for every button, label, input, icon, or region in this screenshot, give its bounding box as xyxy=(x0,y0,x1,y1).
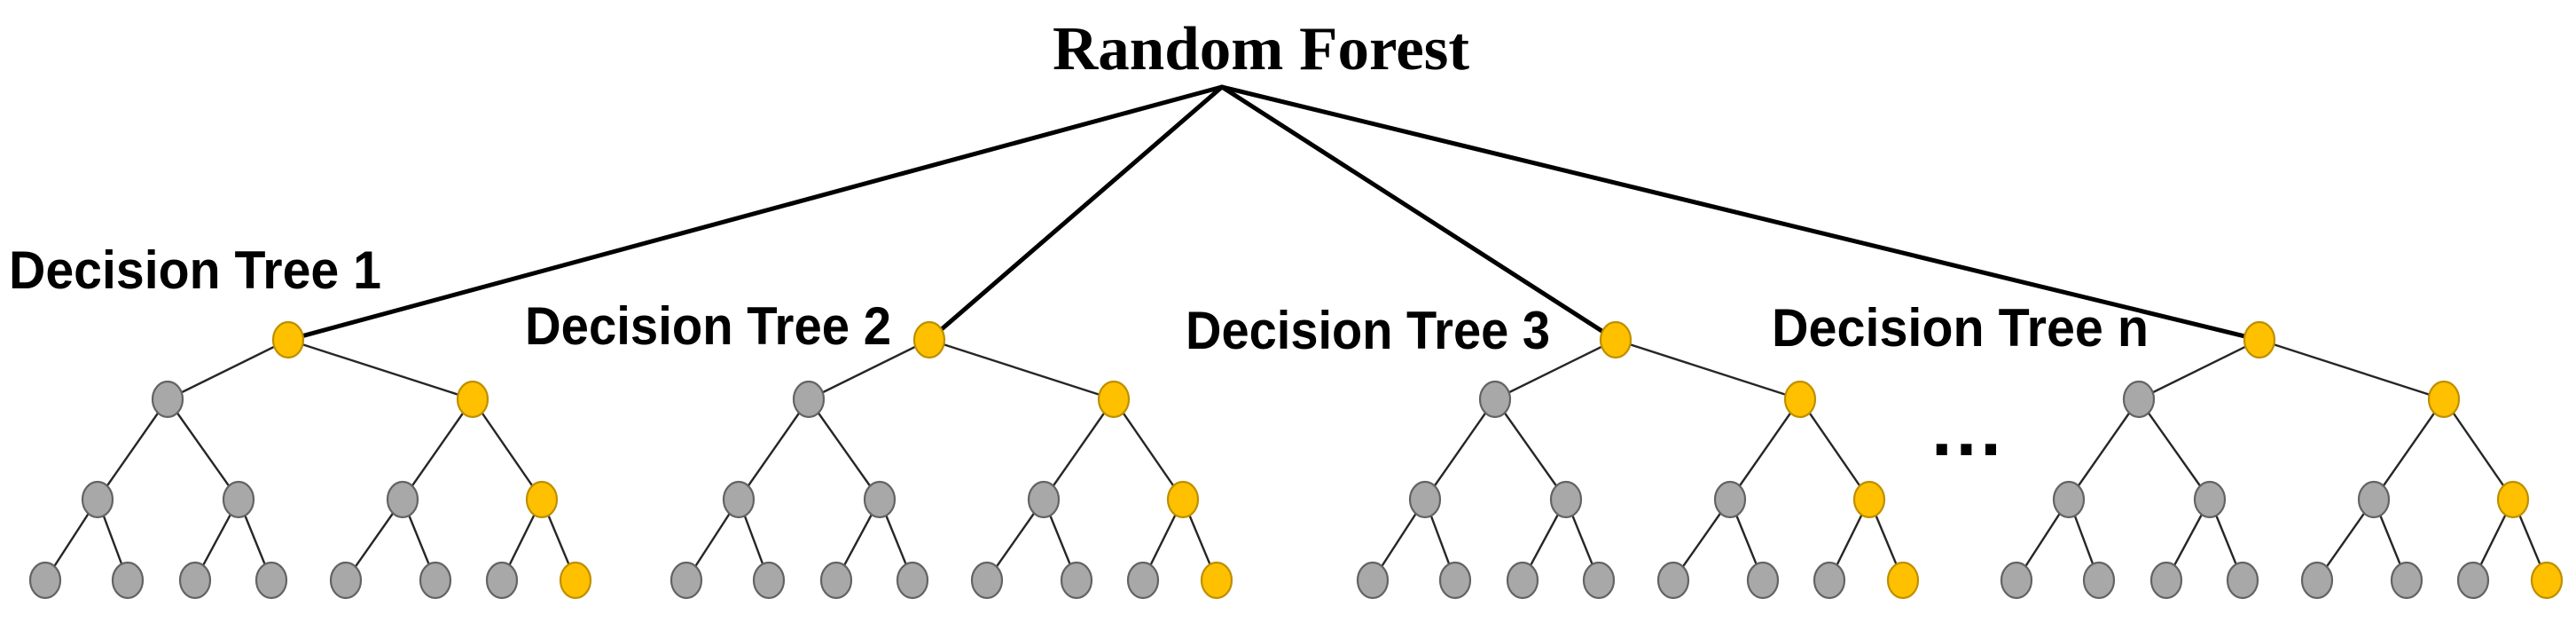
decision-node-highlighted xyxy=(2496,480,2530,519)
decision-node xyxy=(419,561,452,600)
decision-node xyxy=(863,480,897,519)
decision-node-highlighted xyxy=(1200,561,1233,600)
decision-node xyxy=(1506,561,1539,600)
tree-edges xyxy=(43,338,2549,581)
decision-node xyxy=(1656,561,1690,600)
tree-edge xyxy=(2373,398,2445,500)
tree-edge xyxy=(1799,398,1870,500)
decision-node xyxy=(2300,561,2334,600)
decision-node xyxy=(2082,561,2116,600)
decision-node xyxy=(178,561,212,600)
tree-label-2: Decision Tree 2 xyxy=(525,296,891,356)
decision-node xyxy=(752,561,786,600)
decision-node-highlighted xyxy=(456,380,489,419)
decision-node xyxy=(222,480,255,519)
root-branch-line xyxy=(286,84,1225,342)
root-branch-line xyxy=(927,84,1225,342)
tree-edge xyxy=(1494,398,1567,500)
root-branch-line xyxy=(1219,84,2262,342)
decision-node xyxy=(1478,380,1512,419)
decision-node xyxy=(1126,561,1160,600)
decision-node-highlighted xyxy=(1097,380,1131,419)
diagram-title: Random Forest xyxy=(1053,15,1469,83)
tree-edge xyxy=(2443,398,2514,500)
decision-node xyxy=(2122,380,2156,419)
tree-edge xyxy=(1043,398,1115,500)
decision-node-highlighted xyxy=(2530,561,2564,600)
decision-node xyxy=(254,561,288,600)
decision-node xyxy=(2226,561,2259,600)
tree-edge xyxy=(2138,398,2211,500)
decision-node xyxy=(1356,561,1390,600)
decision-node xyxy=(2357,480,2391,519)
tree-edge xyxy=(1615,338,1801,401)
tree-edge xyxy=(1729,398,1801,500)
tree-edge xyxy=(2068,398,2140,500)
decision-node xyxy=(819,561,853,600)
decision-node-highlighted xyxy=(559,561,592,600)
tree-label-n: Decision Tree n xyxy=(1772,298,2149,358)
decision-node-highlighted xyxy=(912,320,946,359)
decision-node xyxy=(111,561,145,600)
decision-node xyxy=(28,561,62,600)
tree-edge xyxy=(402,398,474,500)
decision-node-highlighted xyxy=(1599,320,1633,359)
decision-node xyxy=(151,380,184,419)
decision-node xyxy=(2000,561,2033,600)
tree-label-1: Decision Tree 1 xyxy=(9,240,381,300)
decision-node-highlighted xyxy=(271,320,305,359)
tree-edge xyxy=(472,398,543,500)
decision-node xyxy=(2390,561,2423,600)
decision-node xyxy=(2193,480,2227,519)
decision-node-highlighted xyxy=(1852,480,1886,519)
tree-edge xyxy=(167,338,289,401)
decision-node xyxy=(1582,561,1616,600)
tree-label-3: Decision Tree 3 xyxy=(1186,301,1550,360)
decision-node xyxy=(81,480,114,519)
forest-root-connectors xyxy=(286,84,2262,342)
decision-node xyxy=(2149,561,2183,600)
decision-node xyxy=(1408,480,1442,519)
tree-edge xyxy=(1424,398,1496,500)
decision-node xyxy=(970,561,1004,600)
decision-node xyxy=(2456,561,2490,600)
tree-edge xyxy=(2138,338,2260,401)
decision-node xyxy=(1746,561,1780,600)
decision-node xyxy=(792,380,826,419)
tree-nodes xyxy=(28,320,2564,600)
decision-node xyxy=(669,561,703,600)
decision-node xyxy=(386,480,419,519)
tree-edge xyxy=(287,338,474,401)
tree-edge xyxy=(97,398,168,500)
decision-node xyxy=(485,561,519,600)
tree-edge xyxy=(808,398,881,500)
root-branch-line xyxy=(1219,84,1618,342)
decision-node xyxy=(722,480,756,519)
decision-node-highlighted xyxy=(525,480,559,519)
decision-node-highlighted xyxy=(1886,561,1920,600)
tree-edge xyxy=(2259,338,2445,401)
decision-node-highlighted xyxy=(2243,320,2276,359)
decision-node xyxy=(1713,480,1747,519)
decision-node xyxy=(896,561,929,600)
tree-edge xyxy=(167,398,239,500)
decision-node-highlighted xyxy=(2427,380,2461,419)
decision-node xyxy=(1060,561,1093,600)
more-trees-ellipsis: ... xyxy=(1931,388,2005,472)
decision-node xyxy=(2052,480,2086,519)
decision-node-highlighted xyxy=(1783,380,1817,419)
decision-node-highlighted xyxy=(1166,480,1200,519)
decision-node xyxy=(1438,561,1472,600)
tree-edge xyxy=(1113,398,1184,500)
decision-node xyxy=(329,561,363,600)
tree-edge xyxy=(1494,338,1617,401)
tree-edge xyxy=(738,398,810,500)
tree-edge xyxy=(808,338,930,401)
decision-node xyxy=(1549,480,1583,519)
decision-node xyxy=(1027,480,1061,519)
decision-node xyxy=(1813,561,1846,600)
tree-edge xyxy=(928,338,1115,401)
